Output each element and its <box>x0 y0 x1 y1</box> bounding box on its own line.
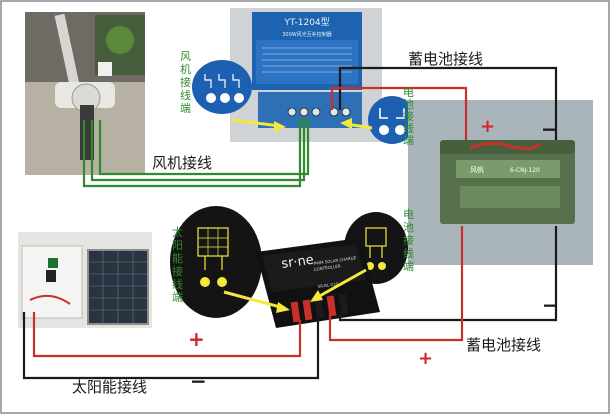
svg-text:电: 电 <box>403 86 414 99</box>
wind-controller-model: YT-1204型 <box>283 17 329 28</box>
svg-text:池: 池 <box>403 98 414 111</box>
solar-controller-line1: PWM SOLAR CHARGE <box>313 255 357 266</box>
svg-text:线: 线 <box>403 121 414 135</box>
solar-minus: − <box>190 369 207 393</box>
battery-model: 6-CNJ-120 <box>510 167 540 174</box>
solar-wiring-label: 太阳能接线 <box>72 378 147 396</box>
battery-photo: 风帆 6-CNJ-120 <box>408 100 593 265</box>
battery-wiring-label-top: 蓄电池接线 <box>408 50 483 68</box>
svg-text:线: 线 <box>172 277 183 291</box>
battery-terminal-callout-top <box>368 96 416 144</box>
svg-text:风: 风 <box>180 50 191 63</box>
battery-brand: 风帆 <box>470 165 484 174</box>
svg-text:太: 太 <box>172 226 183 239</box>
wind-wiring-label: 风机接线 <box>152 154 212 172</box>
svg-text:接: 接 <box>403 234 414 247</box>
battery-terminal-vertical-label-top: 电 池 接 线 端 <box>403 86 414 147</box>
battery-wires-top <box>330 66 558 140</box>
battery-wiring-label-bottom: 蓄电池接线 <box>466 336 541 354</box>
solar-negative-wire <box>22 312 320 380</box>
battery-plus-bottom: + <box>418 348 433 369</box>
solar-terminal-vertical-label: 太 阳 能 接 线 端 <box>172 226 183 304</box>
svg-text:机: 机 <box>180 62 191 76</box>
battery-minus-top: − <box>541 117 558 141</box>
wind-terminal-vertical-label: 风 机 接 线 端 <box>180 50 191 115</box>
svg-text:能: 能 <box>172 251 183 265</box>
wind-turbine-photo <box>25 12 145 175</box>
svg-text:端: 端 <box>403 134 414 147</box>
yellow-arrows <box>223 118 373 313</box>
solar-controller-brand: sr·ne <box>280 253 314 272</box>
battery-minus-bottom: − <box>542 293 559 317</box>
solar-panel-photo <box>18 232 152 328</box>
svg-text:电: 电 <box>403 208 414 221</box>
svg-text:接: 接 <box>172 265 183 278</box>
svg-text:端: 端 <box>172 291 183 304</box>
wind-terminal-callout <box>192 60 252 114</box>
solar-controller-model: SR-BL-010 <box>317 281 338 289</box>
battery-terminal-vertical-label-bottom: 电 池 接 线 端 <box>403 208 414 273</box>
solar-controller-line2: CONTROLLER <box>313 263 341 272</box>
svg-text:线: 线 <box>180 88 191 102</box>
wind-controller-subtitle: 300W风光互补控制器 <box>282 31 332 38</box>
battery-negative-wire-bottom <box>338 226 558 322</box>
solar-positive-wire <box>32 312 302 358</box>
wind-wires <box>82 118 310 188</box>
svg-text:接: 接 <box>403 110 414 123</box>
svg-text:池: 池 <box>403 221 414 234</box>
svg-text:端: 端 <box>180 102 191 115</box>
svg-text:端: 端 <box>403 260 414 273</box>
solar-controller-photo: sr·ne PWM SOLAR CHARGE CONTROLLER SR-BL-… <box>256 238 380 328</box>
wind-controller-photo: YT-1204型 300W风光互补控制器 <box>230 8 382 142</box>
battery-positive-wire-bottom <box>328 226 464 342</box>
solar-plus: + <box>188 327 205 351</box>
svg-text:阳: 阳 <box>172 239 183 252</box>
svg-text:线: 线 <box>403 246 414 260</box>
solar-terminal-callout <box>170 206 262 318</box>
svg-text:接: 接 <box>180 76 191 89</box>
battery-plus-top: + <box>480 116 495 137</box>
